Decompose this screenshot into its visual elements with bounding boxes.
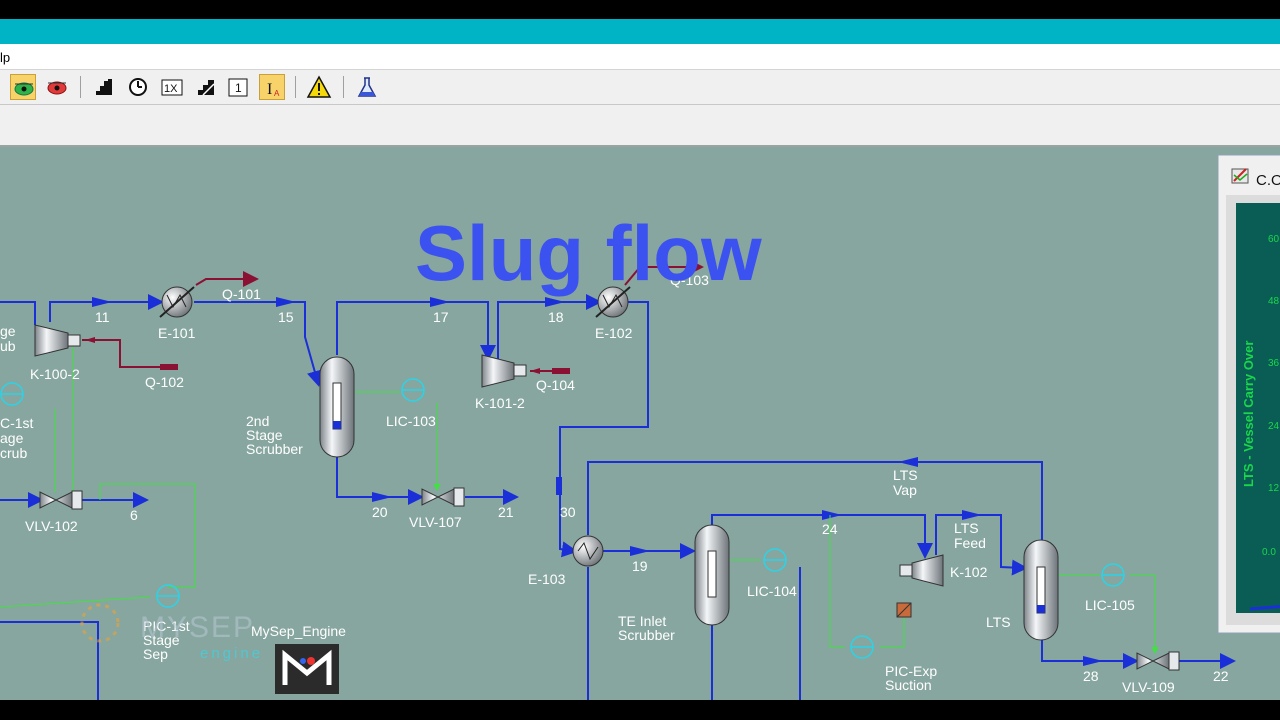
process-streams (0, 294, 1236, 700)
label-lic104: LIC-104 (747, 583, 797, 599)
overlay-title: Slug flow (415, 209, 762, 297)
label-q101: Q-101 (222, 286, 261, 302)
compressor-k102[interactable] (896, 554, 944, 618)
label-k101-2: K-101-2 (475, 395, 525, 411)
menu-bar: lp (0, 44, 1280, 70)
vessel-2nd-stage-scrubber[interactable] (319, 356, 355, 458)
one-x-speed-icon[interactable]: 1X (159, 74, 185, 100)
integrator-icon[interactable] (91, 74, 117, 100)
label-lts: LTS (986, 614, 1011, 630)
secondary-toolbar (0, 105, 1280, 147)
compressor-k100-2[interactable] (34, 324, 81, 357)
compressor-k101-2[interactable] (481, 354, 527, 388)
trend-y-axis-label: LTS - Vessel Carry Over (1241, 341, 1256, 487)
trend-tick-60: 60 (1268, 234, 1280, 245)
screen-top-strip (0, 0, 1280, 19)
svg-text:1X: 1X (164, 83, 178, 95)
label-e101: E-101 (158, 325, 196, 341)
warning-icon[interactable] (306, 74, 332, 100)
label-q103: Q-103 (670, 272, 709, 288)
equipment-labels: E-101 E-102 E-103 K-100-2 K-101-2 K-102 … (0, 323, 1175, 695)
heat-exchanger-e102[interactable] (595, 286, 631, 318)
energy-streams (82, 259, 704, 374)
ready-object-icon[interactable] (10, 74, 36, 100)
one-step-icon[interactable]: 1 (225, 74, 251, 100)
vessel-lts[interactable] (1023, 539, 1059, 641)
mysep-watermark: MYSEP engine MySep_Engine (80, 603, 346, 694)
stream-label-17: 17 (433, 309, 449, 325)
stream-label-11: 11 (95, 309, 110, 325)
stream-label-22: 22 (1213, 668, 1229, 684)
step-icon[interactable] (193, 74, 219, 100)
vessel-te-inlet-scrubber[interactable] (694, 524, 730, 626)
energy-labels: Q-101 Q-102 Q-103 Q-104 (145, 272, 709, 393)
label-vlv102: VLV-102 (25, 518, 78, 534)
label-e102: E-102 (595, 325, 633, 341)
label-k102: K-102 (950, 564, 988, 580)
label-vlv107: VLV-107 (409, 514, 462, 530)
trend-tick-12: 12 (1268, 483, 1280, 494)
menu-item-help[interactable]: lp (0, 50, 11, 65)
watermark-sub: engine (200, 645, 263, 662)
label-q104: Q-104 (536, 377, 575, 393)
svg-text:A: A (274, 89, 280, 98)
flask-icon[interactable] (354, 74, 380, 100)
valve-vlv109[interactable] (1136, 651, 1180, 671)
stream-label-21: 21 (498, 504, 514, 520)
svg-text:1: 1 (235, 81, 242, 95)
valve-vlv107[interactable] (421, 487, 465, 507)
clock-icon[interactable] (125, 74, 151, 100)
heat-exchanger-e101[interactable] (159, 286, 195, 318)
trend-window-title: C.O (1256, 172, 1280, 189)
stream-label-6: 6 (130, 507, 138, 523)
stream-label-18: 18 (548, 309, 564, 325)
stream-label-30: 30 (560, 504, 576, 520)
mysep-logo-icon (275, 644, 339, 694)
label-e103: E-103 (528, 571, 566, 587)
watermark-brand: MYSEP (140, 611, 255, 644)
stream-label-15: 15 (278, 309, 294, 325)
trend-window-icon (1231, 168, 1249, 184)
control-signals (0, 347, 1159, 654)
trend-tick-24: 24 (1268, 421, 1280, 432)
trend-y-ticks: 60 48 36 24 12 0.0 (1262, 234, 1280, 558)
valve-vlv102[interactable] (39, 490, 83, 510)
stream-label-20: 20 (372, 504, 388, 520)
controller-circles[interactable] (0, 378, 1125, 659)
label-k100-2: K-100-2 (30, 366, 80, 382)
window-title-bar[interactable] (0, 19, 1280, 44)
trend-tick-48: 48 (1268, 296, 1280, 307)
trend-window[interactable]: C.O LTS - Vessel Carry Over 60 48 36 24 … (1217, 154, 1280, 634)
label-q102: Q-102 (145, 374, 184, 390)
label-vlv109: VLV-109 (1122, 679, 1175, 695)
hold-object-icon[interactable] (44, 74, 70, 100)
screen-bottom-strip (0, 700, 1280, 720)
label-lic105: LIC-105 (1085, 597, 1135, 613)
label-lic103: LIC-103 (386, 413, 436, 429)
trend-tick-36: 36 (1268, 358, 1280, 369)
mysep-engine-label: MySep_Engine (251, 623, 346, 639)
heat-exchanger-e103[interactable] (572, 535, 604, 567)
trend-tick-0: 0.0 (1262, 547, 1276, 558)
stream-label-19: 19 (632, 558, 648, 574)
stream-label-28: 28 (1083, 668, 1099, 684)
stream-label-24: 24 (822, 521, 838, 537)
svg-text:I: I (267, 81, 272, 98)
